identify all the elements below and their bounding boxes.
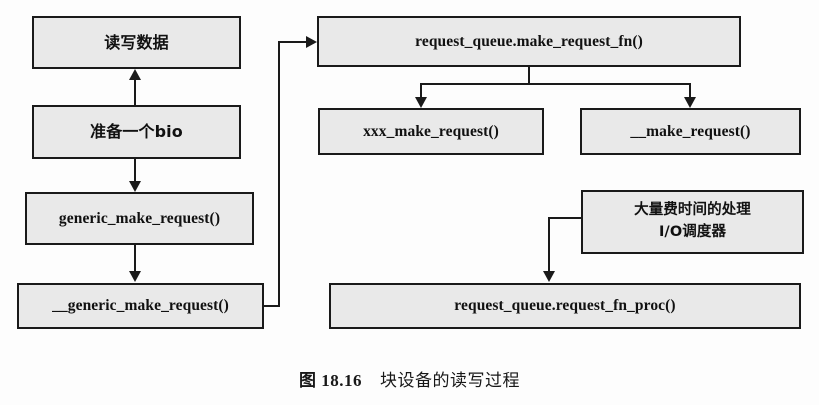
figure-caption-number: 18.16 [321, 371, 362, 390]
connector-io-scheduler-to-fn-proc-v [548, 217, 550, 272]
node-request-queue-make-request-fn-label: request_queue.make_request_fn() [415, 32, 643, 50]
connector-dunder-generic-to-make-request-fn-h2 [278, 41, 307, 43]
node-dunder-make-request-label: __make_request() [630, 122, 751, 140]
connector-prepare-bio-to-read-write-data-stem [134, 79, 136, 105]
node-request-queue-request-fn-proc-label: request_queue.request_fn_proc() [454, 297, 676, 315]
node-io-scheduler-note-line2: I/O调度器 [658, 224, 727, 240]
figure-caption-label: 图 [299, 371, 317, 390]
connector-make-request-fn-to-dunder-make-arrowhead [684, 97, 696, 108]
node-generic-make-request: generic_make_request() [25, 192, 254, 245]
node-read-write-data-label: 读写数据 [104, 32, 169, 52]
node-read-write-data: 读写数据 [32, 16, 241, 69]
node-io-scheduler-note-lines: 大量费时间的处理 I/O调度器 [583, 200, 802, 244]
node-xxx-make-request-label: xxx_make_request() [363, 122, 499, 140]
connector-generic-to-dunder-generic-stem [134, 245, 136, 272]
node-io-scheduler-note-line1: 大量费时间的处理 [634, 202, 751, 219]
node-dunder-generic-make-request: __generic_make_request() [17, 283, 264, 329]
node-xxx-make-request: xxx_make_request() [318, 108, 544, 155]
figure-caption: 图 18.16 块设备的读写过程 [0, 366, 819, 391]
node-io-scheduler-note: 大量费时间的处理 I/O调度器 [581, 190, 804, 254]
connector-make-request-fn-to-xxx-stem [420, 83, 422, 98]
node-request-queue-request-fn-proc: request_queue.request_fn_proc() [329, 283, 801, 329]
connector-io-scheduler-to-fn-proc-h [548, 217, 582, 219]
connector-make-request-fn-to-xxx-arrowhead [415, 97, 427, 108]
connector-dunder-generic-to-make-request-fn-arrowhead [306, 36, 317, 48]
node-dunder-make-request: __make_request() [580, 108, 801, 155]
connector-io-scheduler-to-fn-proc-arrowhead [543, 271, 555, 282]
connector-make-request-fn-to-dunder-make-stem [689, 83, 691, 98]
node-prepare-bio-label: 准备一个bio [90, 122, 183, 141]
node-dunder-generic-make-request-label: __generic_make_request() [52, 297, 229, 315]
connector-make-request-fn-branch-bar [420, 83, 691, 85]
connector-prepare-bio-to-read-write-data-arrowhead [129, 69, 141, 80]
connector-prepare-bio-to-generic-arrowhead [129, 181, 141, 192]
connector-dunder-generic-to-make-request-fn-v [278, 41, 280, 307]
connector-dunder-generic-to-make-request-fn-h1 [262, 305, 280, 307]
connector-make-request-fn-branch-stem [528, 67, 530, 85]
node-request-queue-make-request-fn: request_queue.make_request_fn() [317, 16, 741, 67]
connector-generic-to-dunder-generic-arrowhead [129, 271, 141, 282]
node-prepare-bio: 准备一个bio [32, 105, 241, 159]
node-generic-make-request-label: generic_make_request() [58, 209, 221, 227]
connector-prepare-bio-to-generic-stem [134, 159, 136, 182]
figure-caption-title: 块设备的读写过程 [380, 371, 520, 391]
